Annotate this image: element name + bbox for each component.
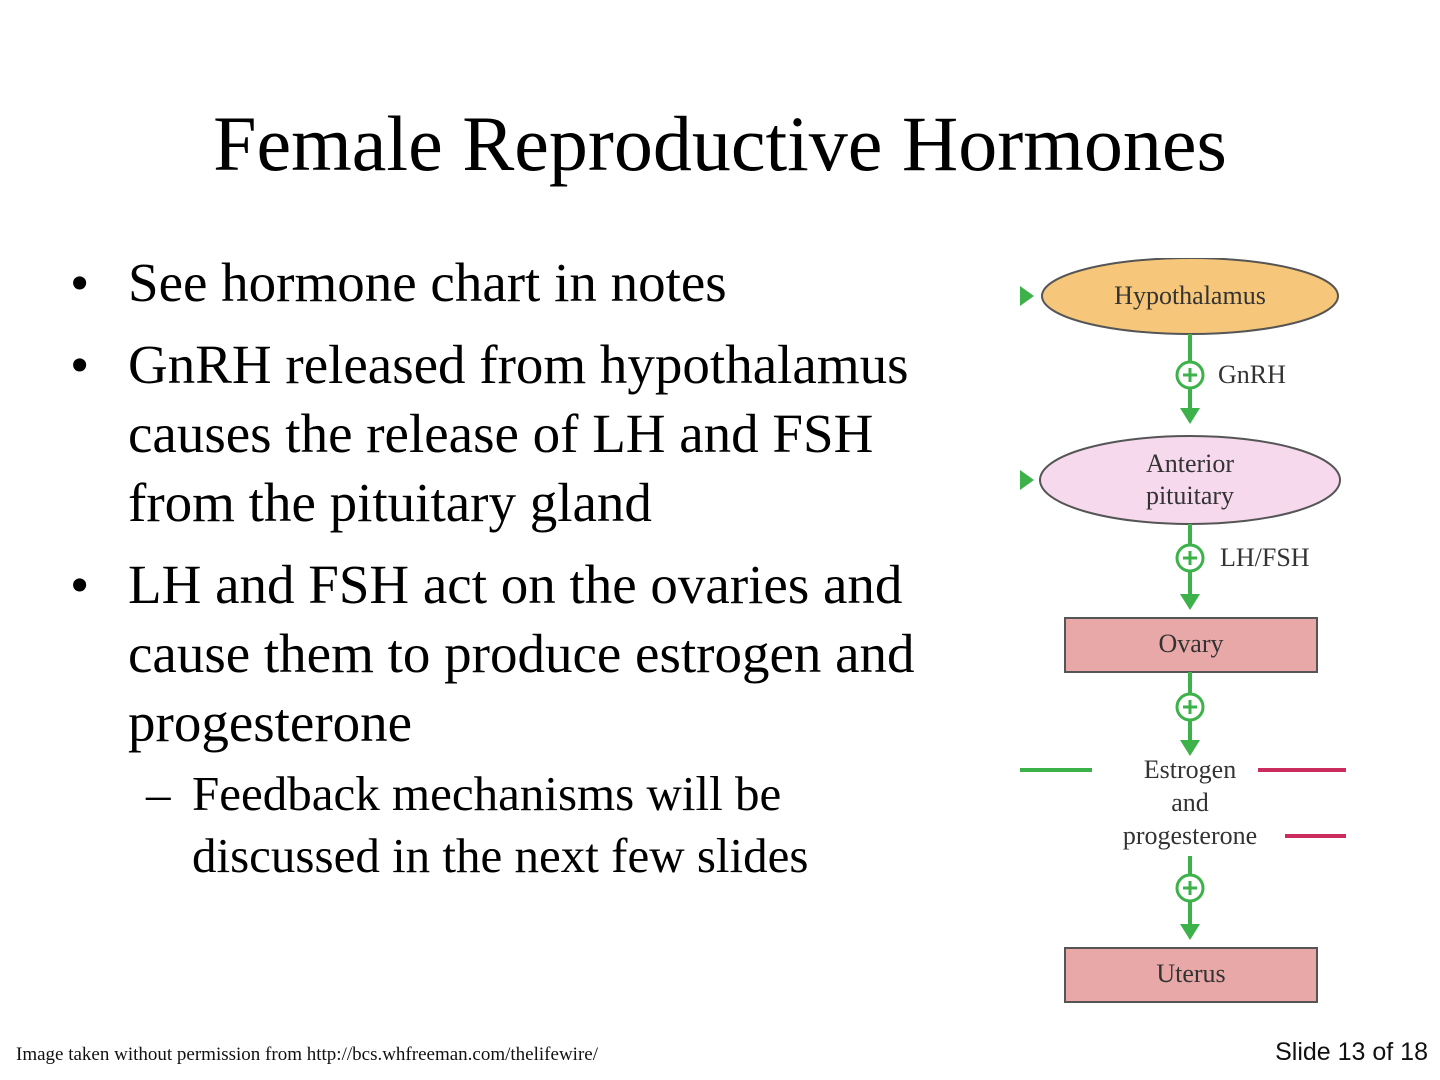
arrow-down-icon bbox=[1180, 924, 1200, 940]
sub-bullet-item: – Feedback mechanisms will be discussed … bbox=[70, 763, 950, 887]
arrow-down-icon bbox=[1180, 408, 1200, 424]
bullet-text: GnRH released from hypothalamus causes t… bbox=[128, 334, 909, 533]
bullet-item: • LH and FSH act on the ovaries and caus… bbox=[70, 550, 950, 757]
slide-title: Female Reproductive Hormones bbox=[213, 100, 1227, 187]
gnrh-label: GnRH bbox=[1218, 360, 1286, 389]
uterus-label: Uterus bbox=[1156, 959, 1226, 988]
ovary-node bbox=[1064, 617, 1318, 673]
arrow-down-icon bbox=[1180, 740, 1200, 756]
bullet-text: See hormone chart in notes bbox=[128, 252, 727, 313]
bullet-dot: • bbox=[70, 554, 90, 615]
bullet-list: • See hormone chart in notes • GnRH rele… bbox=[70, 248, 950, 887]
arrow-down-icon bbox=[1180, 594, 1200, 610]
sub-bullet-dash: – bbox=[146, 766, 171, 821]
bullet-item: • GnRH released from hypothalamus causes… bbox=[70, 330, 950, 537]
anterior-label: Anterior bbox=[1145, 449, 1235, 478]
lhfsh-label: LH/FSH bbox=[1220, 543, 1310, 572]
progesterone-label: progesterone bbox=[1122, 821, 1258, 850]
hypothalamus-label: Hypothalamus bbox=[1114, 281, 1266, 310]
slide-number: Slide 13 of 18 bbox=[1275, 1038, 1428, 1066]
uterus-node bbox=[1064, 947, 1318, 1003]
and-label: and bbox=[1171, 788, 1209, 817]
estrogen-label: Estrogen bbox=[1143, 755, 1237, 784]
pituitary-label: pituitary bbox=[1145, 481, 1235, 510]
bullet-item: • See hormone chart in notes bbox=[70, 248, 950, 317]
hormone-pathway-diagram: Hypothalamus GnRH Anterior pituitary LH/… bbox=[1010, 258, 1370, 1018]
pituitary-marker-icon bbox=[1020, 470, 1034, 490]
bullet-dot: • bbox=[70, 252, 90, 313]
image-credit: Image taken without permission from http… bbox=[16, 1044, 598, 1065]
hypothalamus-marker-icon bbox=[1020, 286, 1034, 306]
ovary-label: Ovary bbox=[1158, 629, 1224, 658]
sub-bullet-text: Feedback mechanisms will be discussed in… bbox=[192, 766, 809, 883]
diagram-graphics bbox=[1020, 258, 1346, 1003]
bullet-text: LH and FSH act on the ovaries and cause … bbox=[128, 554, 915, 753]
bullet-dot: • bbox=[70, 334, 90, 395]
